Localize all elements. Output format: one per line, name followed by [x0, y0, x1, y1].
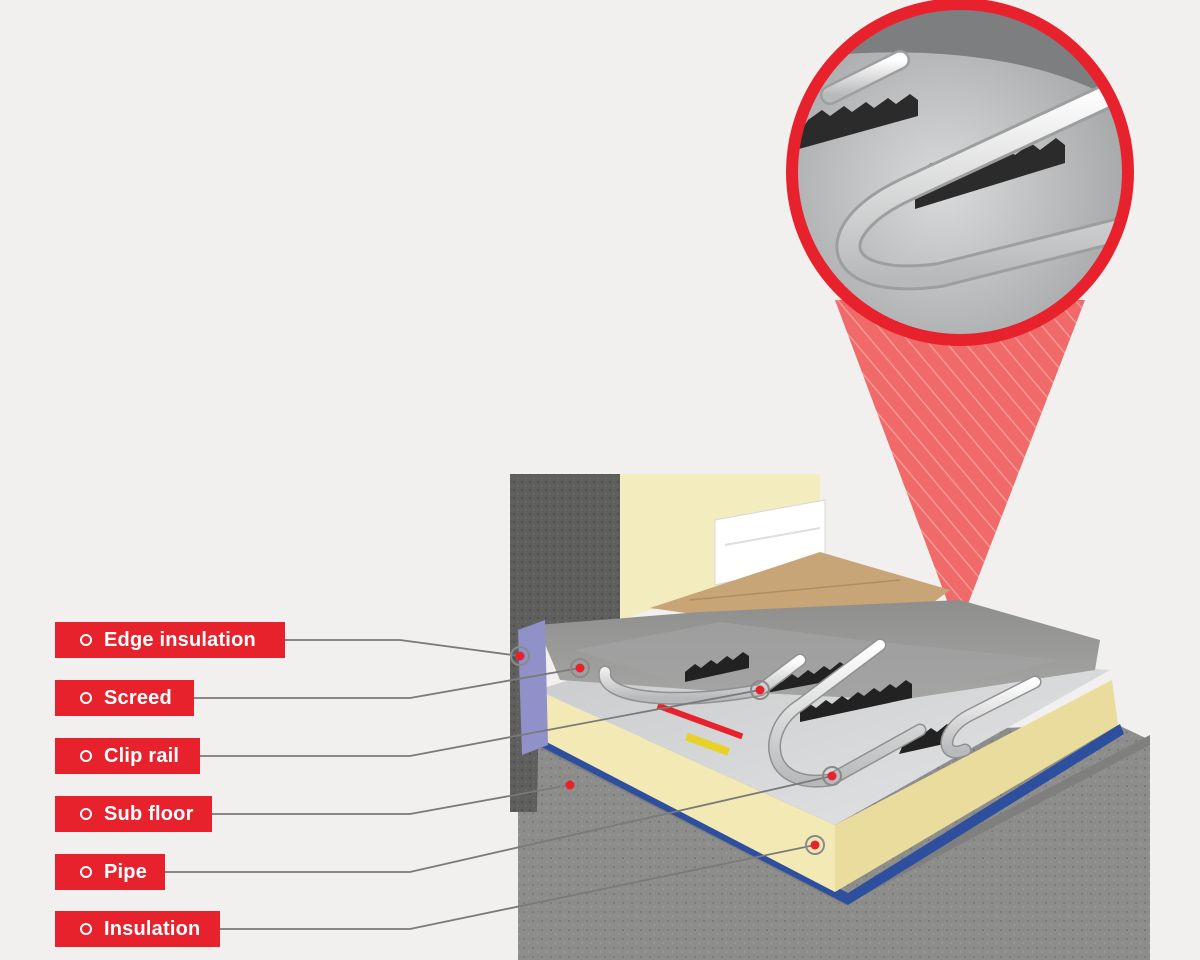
insulation-board-side — [835, 680, 1118, 892]
bullet-ring-icon — [80, 923, 92, 935]
zoom-cone — [835, 300, 1085, 630]
bullet-ring-icon — [80, 866, 92, 878]
leader-lines — [165, 639, 833, 930]
bullet-ring-icon — [80, 750, 92, 762]
zoom-detail — [794, 6, 1126, 338]
label-text: Pipe — [104, 860, 148, 883]
label-text: Screed — [104, 686, 172, 709]
bullet-ring-icon — [80, 808, 92, 820]
foil-stripe-red — [656, 702, 744, 740]
label-pipe: Pipe — [55, 854, 165, 890]
label-insulation: Insulation — [55, 911, 220, 947]
screed-cut-face — [575, 622, 1060, 700]
insulation-board-front — [537, 690, 835, 892]
label-screed: Screed — [55, 680, 194, 716]
bullet-ring-icon — [80, 692, 92, 704]
edge-insulation-strip — [518, 620, 548, 755]
label-text: Insulation — [104, 917, 201, 940]
label-clip-rail: Clip rail — [55, 738, 200, 774]
label-text: Clip rail — [104, 744, 180, 767]
label-text: Sub floor — [104, 802, 194, 825]
label-text: Edge insulation — [104, 628, 256, 651]
clip-rail-shapes — [685, 652, 953, 754]
zoom-ring — [786, 0, 1134, 346]
timber-floor — [650, 552, 950, 615]
label-edge-insulation: Edge insulation — [55, 622, 285, 658]
foil-stripe-yellow — [684, 732, 730, 756]
label-sub-floor: Sub floor — [55, 796, 212, 832]
bullet-ring-icon — [80, 634, 92, 646]
pin-marker-icon — [510, 646, 842, 855]
